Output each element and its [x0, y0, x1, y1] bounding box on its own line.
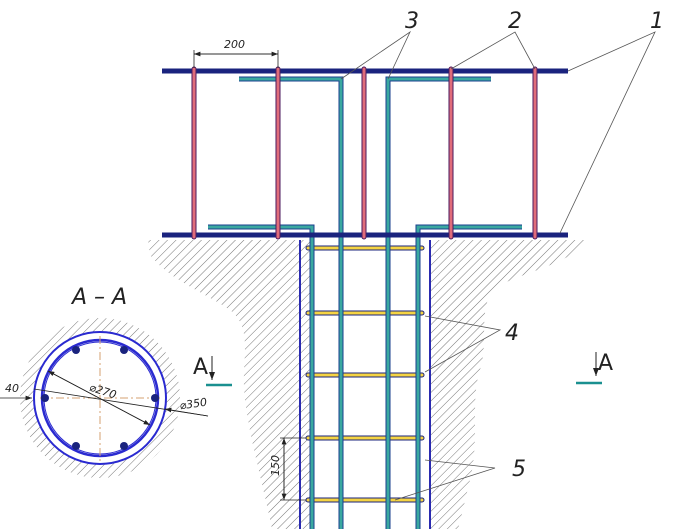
svg-text:A: A	[598, 351, 613, 376]
cross-section	[0, 318, 209, 478]
cross-bars	[191, 66, 538, 240]
dimension-150	[280, 437, 306, 501]
callout-4: 4	[505, 321, 519, 346]
section-mark-left: A	[193, 355, 232, 387]
svg-text:A: A	[193, 355, 208, 380]
section-mark-right: A	[576, 351, 613, 385]
callout-5: 5	[512, 457, 526, 482]
cover-label: 40	[5, 382, 19, 395]
dimension-150-label: 150	[269, 455, 282, 476]
section-title: A – A	[70, 285, 127, 310]
callout-1: 1	[650, 9, 664, 34]
ground-right-hatch	[430, 240, 585, 529]
ground-left-hatch	[148, 240, 298, 529]
leader-lines	[340, 30, 656, 501]
dimension-200	[193, 50, 279, 68]
callout-3: 3	[405, 9, 419, 34]
outer-diameter-label: ⌀350	[179, 396, 208, 413]
dimension-200-label: 200	[224, 38, 245, 51]
callout-2: 2	[508, 9, 522, 34]
